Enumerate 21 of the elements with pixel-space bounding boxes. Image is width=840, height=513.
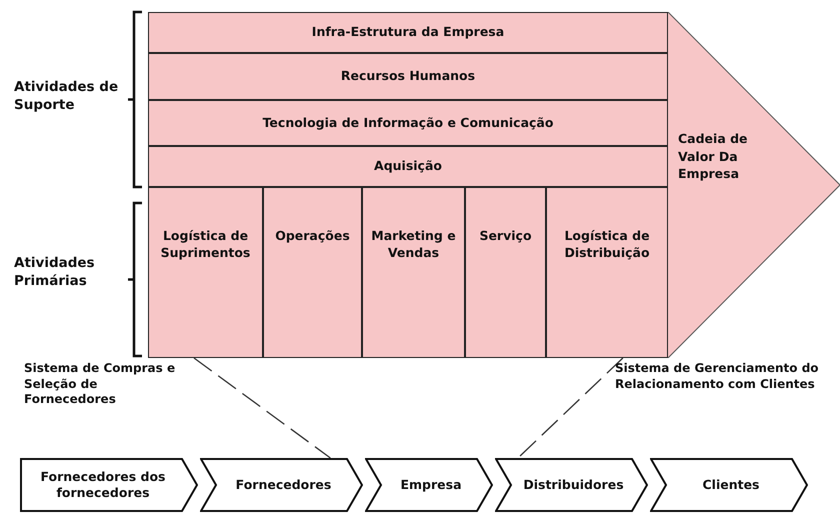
supply-chain-step: Empresa <box>365 458 493 512</box>
primary-activity-column: Serviço <box>465 187 546 358</box>
primary-activity-column: Marketing e Vendas <box>362 187 465 358</box>
connector-line <box>194 357 331 459</box>
chain-label: Cadeia de Valor Da Empresa <box>678 130 749 182</box>
primary-activity-column: Operações <box>263 187 362 358</box>
connector-line <box>518 358 624 458</box>
primary-activity-column: Logística de Distribuição <box>546 187 668 358</box>
group-label: Atividades de Suporte <box>14 79 120 114</box>
group-label: Atividades Primárias <box>14 255 96 290</box>
support-activity-row: Aquisição <box>148 146 668 187</box>
supply-chain-step: Clientes <box>650 458 808 512</box>
support-activity-row: Recursos Humanos <box>148 53 668 100</box>
primary-activity-column: Logística de Suprimentos <box>148 187 263 358</box>
supply-chain-step: Fornecedores dos fornecedores <box>20 458 198 512</box>
support-activity-row: Tecnologia de Informação e Comunicação <box>148 100 668 146</box>
system-label: Sistema de Gerenciamento do Relacionamento com Clientes <box>615 361 820 392</box>
supply-chain-step: Fornecedores <box>200 458 363 512</box>
system-label: Sistema de Compras e Seleção de Fornecedores <box>24 361 176 408</box>
supply-chain-step: Distribuidores <box>495 458 648 512</box>
support-activity-row: Infra-Estrutura da Empresa <box>148 12 668 53</box>
